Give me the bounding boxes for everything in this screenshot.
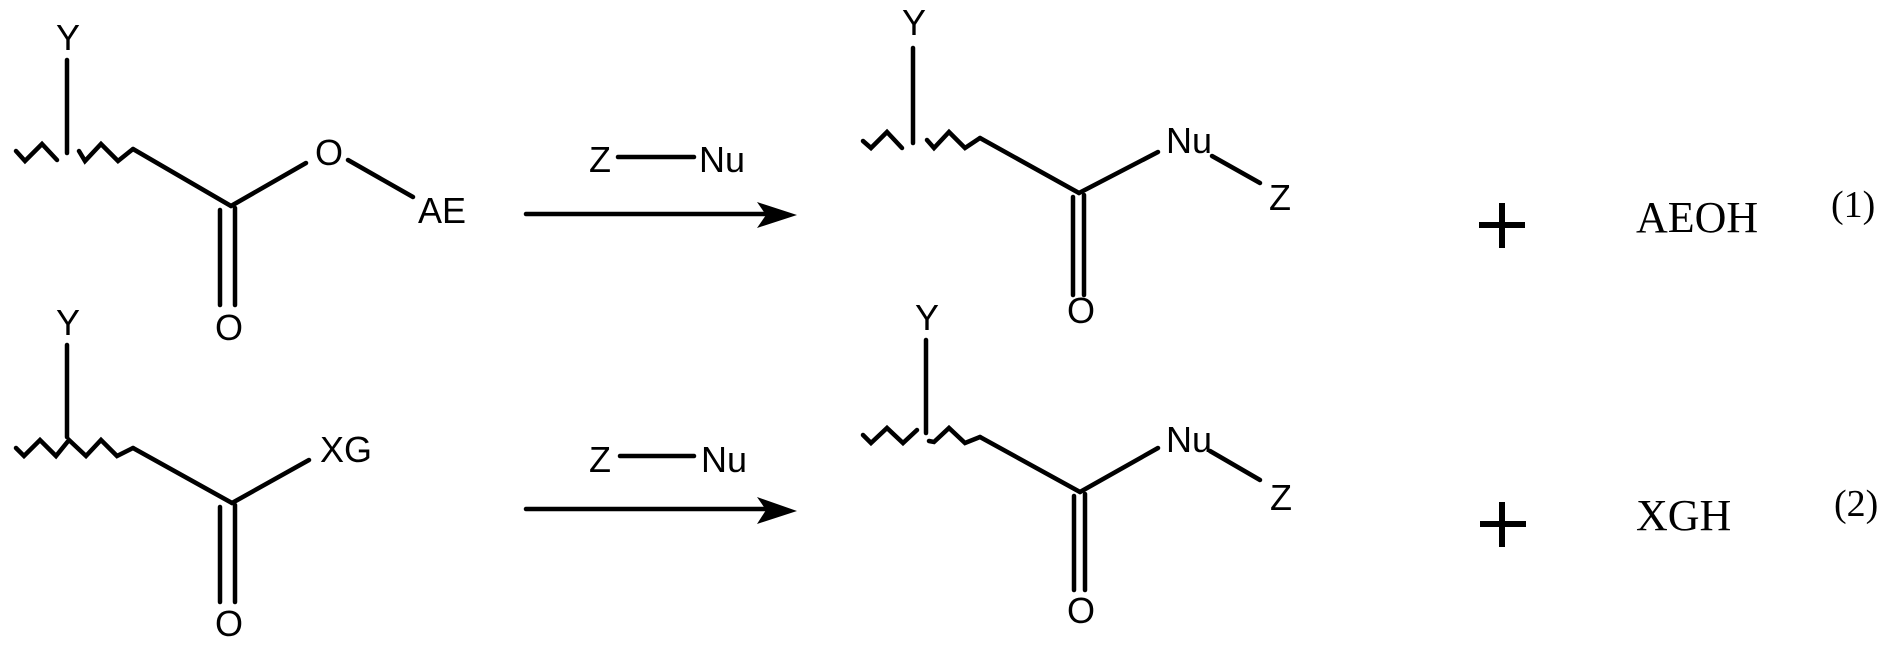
reagent-nu-label: Nu (699, 139, 745, 180)
leaving-group-ae-label: AE (418, 190, 466, 231)
reaction-arrow-2: Z Nu (523, 439, 797, 524)
reaction-1: Y O AE O Z Nu Y (13, 2, 1875, 348)
carbonyl-oxygen-label: O (215, 307, 243, 348)
arrow-head-icon (757, 497, 797, 524)
wavy-bond-left (13, 140, 60, 165)
reactant-1-ester: Y O AE O (13, 17, 466, 348)
arrow-head-icon (757, 202, 797, 228)
chain-bond (130, 445, 235, 506)
wavy-bond-left (860, 128, 905, 152)
ester-oxygen-label: O (315, 132, 343, 173)
c-nu-bond (1076, 149, 1161, 196)
nu-z-bond (1207, 448, 1263, 483)
chain-bond (130, 146, 234, 209)
equation-number-1: (1) (1831, 184, 1875, 226)
wavy-bond-left (860, 424, 920, 447)
wavy-bond-right (926, 424, 983, 446)
wavy-bond-right (76, 140, 136, 165)
substituent-y-label: Y (915, 297, 939, 338)
substituent-y-label: Y (56, 17, 80, 58)
substituent-y-label: Y (902, 2, 926, 43)
chain-bond (977, 434, 1083, 495)
wavy-bond-right (924, 128, 983, 152)
c-o-bond (228, 160, 309, 209)
c-nu-bond (1077, 445, 1161, 495)
group-z-label: Z (1269, 177, 1291, 218)
o-ae-bond (345, 157, 416, 200)
chain-bond (977, 135, 1082, 196)
carbonyl-oxygen-label: O (1067, 290, 1095, 331)
reaction-2: Y XG O Z Nu Y Nu Z (13, 297, 1878, 644)
reaction-arrow-1: Z Nu (523, 139, 797, 228)
product-1-amide: Y Nu Z O (860, 2, 1291, 331)
wavy-bond (13, 436, 136, 460)
reactant-2-acyl: Y XG O (13, 302, 372, 644)
group-z-label: Z (1270, 477, 1292, 518)
reagent-nu-label: Nu (701, 439, 747, 480)
leaving-group-xg-label: XG (320, 429, 372, 470)
substituent-y-label: Y (56, 302, 80, 343)
c-xg-bond (229, 457, 312, 506)
nucleophile-nu-label: Nu (1166, 120, 1212, 161)
equation-number-2: (2) (1834, 483, 1878, 525)
byproduct-aeoh-label: AEOH (1636, 193, 1758, 242)
carbonyl-oxygen-label: O (215, 603, 243, 644)
byproduct-1: AEOH (1) (1479, 184, 1875, 248)
product-2-amide: Y Nu Z O (860, 297, 1292, 631)
reagent-z-label: Z (589, 139, 611, 180)
nu-z-bond (1209, 153, 1263, 186)
nucleophile-nu-label: Nu (1166, 419, 1212, 460)
reagent-z-label: Z (589, 439, 611, 480)
byproduct-xgh-label: XGH (1636, 491, 1731, 540)
carbonyl-oxygen-label: O (1067, 590, 1095, 631)
byproduct-2: XGH (2) (1480, 483, 1878, 547)
